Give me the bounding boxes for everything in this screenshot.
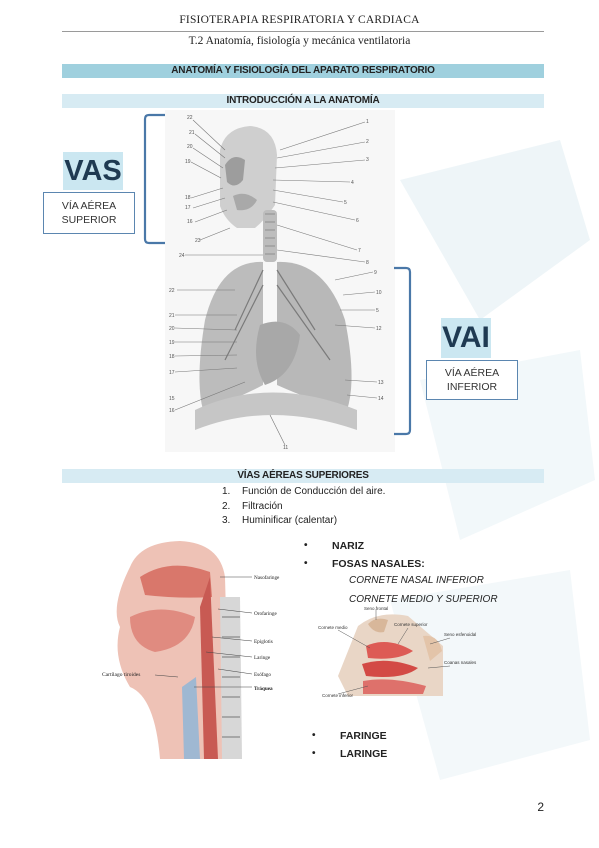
course-title: FISIOTERAPIA RESPIRATORIA Y CARDIACA [179,14,420,26]
structure-nariz: NARIZ [332,540,365,552]
figure-number: 10 [376,290,382,296]
vai-line2: INFERIOR [446,381,498,393]
label-cornete-medio: Cornete medio [318,625,348,630]
list-item: 2.Filtración [222,500,283,512]
label-esofago: Esófago [254,671,271,678]
header-divider [62,31,544,32]
figure-number: 7 [358,248,361,254]
vas-bracket [143,113,165,245]
figure-number: 23 [195,238,201,244]
label-cornete-superior: Cornete superior [394,622,428,627]
vas-abbreviation: VAS [63,152,123,190]
label-epiglotis: Epiglotis [254,639,273,645]
list-item: 3.Huminificar (calentar) [222,515,338,526]
watermark-lungs [390,140,595,780]
topic-title: T.2 Anatomía, fisiología y mecánica vent… [188,35,411,47]
figure-number: 20 [169,326,175,332]
functions-list: 1.Función de Conducción del aire. 2.Filt… [222,485,385,529]
vas-label-box: VÍA AÉREA SUPERIOR [43,192,135,234]
figure-number: 15 [169,396,175,402]
figure-number: 12 [376,326,382,332]
label-seno-frontal: Seno frontal [364,606,388,611]
figure-number: 5 [376,308,379,314]
figure-number: 6 [356,218,359,224]
figure-number: 24 [179,253,185,259]
structure-faringe: FARINGE [340,730,387,742]
figure-number: 4 [351,180,354,186]
label-nasofaringe: Nasofaringe [254,574,280,581]
vas-line1: VÍA AÉREA [61,200,117,212]
page-number: 2 [537,800,544,814]
vai-line1: VÍA AÉREA [444,367,500,379]
sagittal-airway-illustration: Nasofaringe Orofaringe Epiglotis Laringe… [116,541,280,759]
figure-number: 16 [187,219,193,225]
figure-number: 21 [169,313,175,319]
figure-number: 9 [374,270,377,276]
section-band-intro: INTRODUCCIÓN A LA ANATOMÍA [62,94,544,108]
label-orofaringe: Orofaringe [254,610,277,617]
label-coanas: Coanas nasales [444,660,477,665]
vai-label-box: VÍA AÉREA INFERIOR [426,360,518,400]
vai-bracket [394,266,412,436]
vai-abbreviation: VAI [441,318,491,358]
list-item: 1.Función de Conducción del aire. [222,486,386,497]
label-cornete-inferior: Cornete inferior [322,693,354,698]
figure-number: 17 [169,370,175,376]
figure-number: 8 [366,260,369,266]
figure-number: 11 [283,445,288,451]
section-band-main: ANATOMÍA Y FISIOLOGÍA DEL APARATO RESPIR… [62,64,544,78]
figure-number: 5 [344,200,347,206]
label-seno-esfenoidal: Seno esfenoidal [444,632,476,637]
figure-number: 17 [185,205,191,211]
figure-number: 21 [189,130,195,136]
figure-number: 22 [169,288,175,294]
structure-laringe: LARINGE [340,748,388,760]
section-band-upper-airways: VÍAS AÉREAS SUPERIORES [62,469,544,483]
label-cartilago: Cartílago tiroides [102,672,141,678]
figure-number: 2 [366,139,369,145]
vas-line2: SUPERIOR [61,214,117,226]
respiratory-anatomy-illustration: 22 21 20 19 18 17 16 1 2 3 4 5 6 7 8 24 … [165,110,395,452]
figure-number: 18 [185,195,191,201]
figure-number: 19 [169,340,175,346]
figure-number: 19 [185,159,191,165]
figure-number: 20 [187,144,193,150]
cornete-medio-superior-term: CORNETE MEDIO Y SUPERIOR [349,594,498,605]
figure-number: 22 [187,115,193,121]
cornete-inferior-term: CORNETE NASAL INFERIOR [349,575,484,586]
label-traquea: Tráquea [254,686,273,692]
figure-number: 16 [169,408,175,414]
label-laringe: Laringe [254,655,271,661]
figure-number: 18 [169,354,175,360]
figure-number: 14 [378,396,384,402]
figure-number: 1 [366,119,369,125]
figure-number: 3 [366,157,369,163]
nasal-cavity-illustration: Seno frontal Cornete medio Cornete super… [318,606,477,698]
figure-number: 13 [378,380,384,386]
structure-fosas: FOSAS NASALES: [332,558,425,570]
